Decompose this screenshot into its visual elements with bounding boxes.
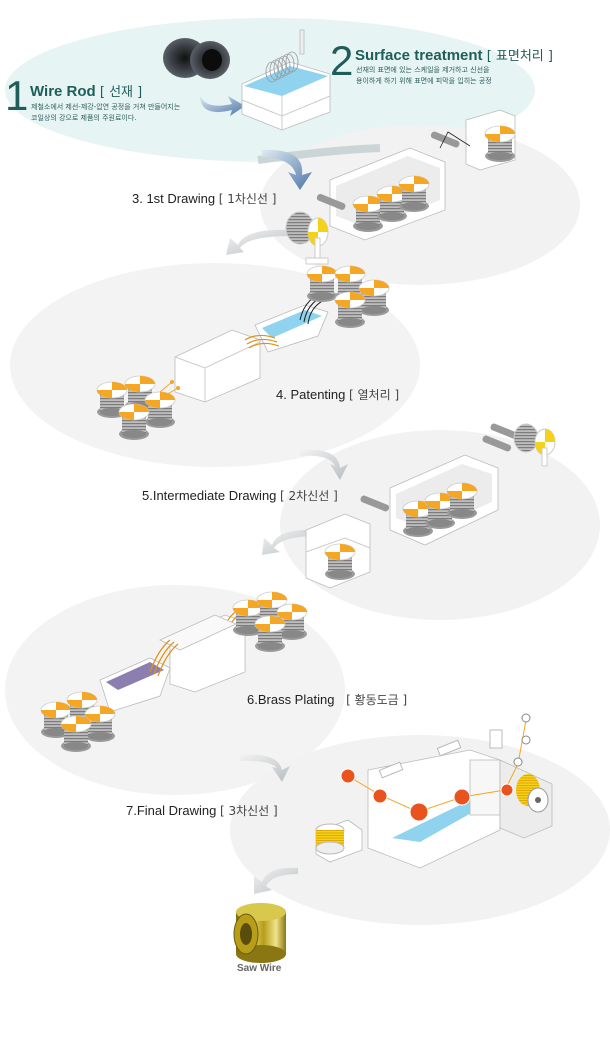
step1-desc-line1: 제철소에서 제선-제강-압연 공정을 거쳐 만들어지는 <box>31 103 181 111</box>
step1-title-kr: [ 선재 ] <box>99 85 143 100</box>
stage5-label-en: 5.Intermediate Drawing <box>142 488 277 503</box>
stage5-label-kr: [ 2차신선 ] <box>280 489 338 503</box>
arrow-to-stage7 <box>240 754 290 782</box>
wire-rod-coil-illustration <box>163 38 230 79</box>
surface-treatment-tank-illustration <box>241 29 331 131</box>
step2-title-kr: [ 표면처리 ] <box>486 49 553 64</box>
stage7-label-kr: [ 3차신선 ] <box>219 804 278 818</box>
stage3-label: 3. 1st Drawing [ 1차신선 ] <box>132 190 276 207</box>
arrow-to-stage5 <box>300 449 348 480</box>
arrow-wirerod-to-surface <box>200 95 245 116</box>
stage6-label-en: 6.Brass Plating <box>247 692 335 707</box>
capstan-pulleys <box>340 713 531 822</box>
arrow-to-stage3 <box>262 149 312 190</box>
product-label: Saw Wire <box>237 963 282 974</box>
step1-title-en: Wire Rod <box>30 83 96 100</box>
arrow-to-stage6 <box>262 529 318 555</box>
patenting-furnace-illustration <box>96 265 390 441</box>
step2-number: 2 <box>330 37 354 84</box>
final-drawing-machine-illustration <box>315 713 553 869</box>
step2-description: 선재의 표면에 있는 스케일을 제거하고 신선을 용이하게 하기 위해 표면에 … <box>356 65 492 87</box>
stage7-label-en: 7.Final Drawing <box>126 803 217 818</box>
step1-number: 1 <box>5 72 29 119</box>
stage6-label-kr: [ 황동도금 ] <box>346 693 408 707</box>
stage7-label: 7.Final Drawing [ 3차신선 ] <box>126 802 278 819</box>
saw-wire-spool-illustration <box>233 903 286 963</box>
step2-desc-line2: 용이하게 하기 위해 표면에 피막을 입히는 공정 <box>356 77 492 85</box>
stage4-label-en: 4. Patenting <box>276 387 346 402</box>
brass-plating-line-illustration <box>40 591 308 753</box>
stage3-label-en: 3. 1st Drawing <box>132 191 216 206</box>
step1-description: 제철소에서 제선-제강-압연 공정을 거쳐 만들어지는 코일상의 강으로 제품의… <box>31 102 180 124</box>
intermediate-drawing-machine-illustration <box>305 423 556 589</box>
arrow-to-product <box>254 867 298 894</box>
step2-title: Surface treatment [ 표면처리 ] <box>355 45 553 64</box>
step2-desc-line1: 선재의 표면에 있는 스케일을 제거하고 신선을 <box>356 66 490 74</box>
step1-title: Wire Rod [ 선재 ] <box>30 81 142 100</box>
stage4-label-kr: [ 열처리 ] <box>349 388 400 402</box>
step1-desc-line2: 코일상의 강으로 제품의 주원료이다. <box>31 114 137 122</box>
arrow-to-stage4 <box>226 229 292 255</box>
stage6-label: 6.Brass Plating [ 황동도금 ] <box>247 691 407 708</box>
first-drawing-machine-illustration <box>285 109 516 265</box>
stage4-label: 4. Patenting [ 열처리 ] <box>276 386 399 403</box>
stage5-label: 5.Intermediate Drawing [ 2차신선 ] <box>142 487 338 504</box>
stage3-label-kr: [ 1차신선 ] <box>218 192 277 206</box>
step2-title-en: Surface treatment <box>355 47 483 64</box>
